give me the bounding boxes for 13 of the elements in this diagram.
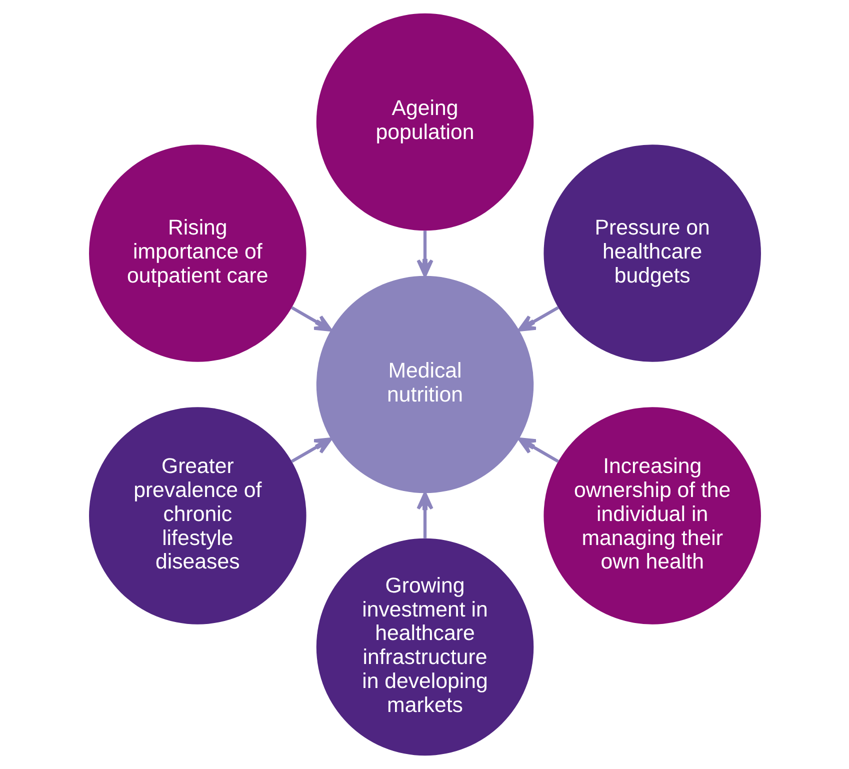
node-circle: Pressure on healthcare budgets [543,144,760,362]
arrow [416,230,433,278]
node-circle: Medical nutrition [316,276,534,494]
node-circle: Rising importance of outpatient care [88,144,306,362]
arrow [517,306,559,332]
arrow [290,306,332,332]
arrow [416,492,433,538]
arrow [290,437,332,463]
node-circle: Ageing population [316,13,534,231]
node-circle: Growing investment in healthcare infrastructure in developing markets [316,538,534,756]
node-circle: Increasing ownership of the individual in managing their own health [543,407,760,624]
node-circle: Greater prevalence of chronic lifestyle diseases [88,407,306,624]
arrow [517,437,559,463]
